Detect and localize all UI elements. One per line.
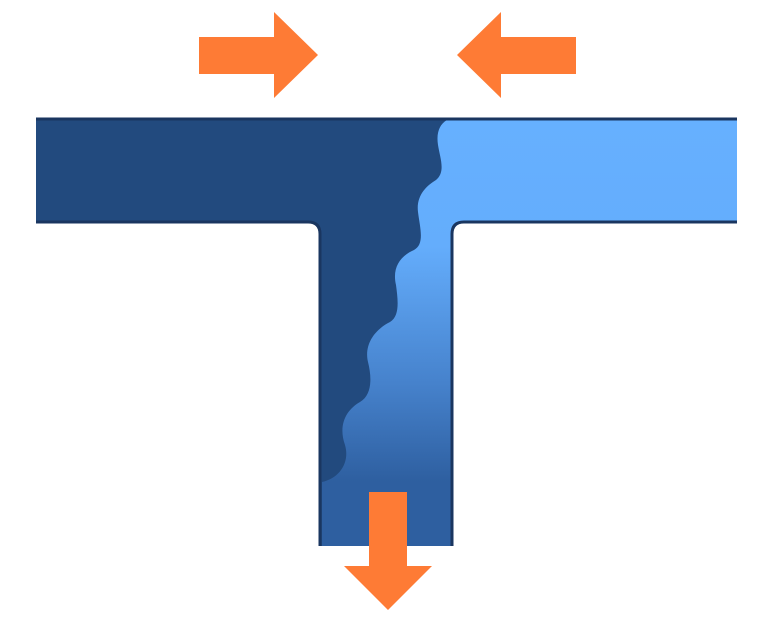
pipe-walls — [36, 117, 737, 546]
arrow-left-icon — [457, 12, 576, 98]
arrow-right-icon — [199, 12, 318, 98]
arrow-down-icon — [344, 492, 432, 610]
light-fluid — [322, 120, 737, 546]
